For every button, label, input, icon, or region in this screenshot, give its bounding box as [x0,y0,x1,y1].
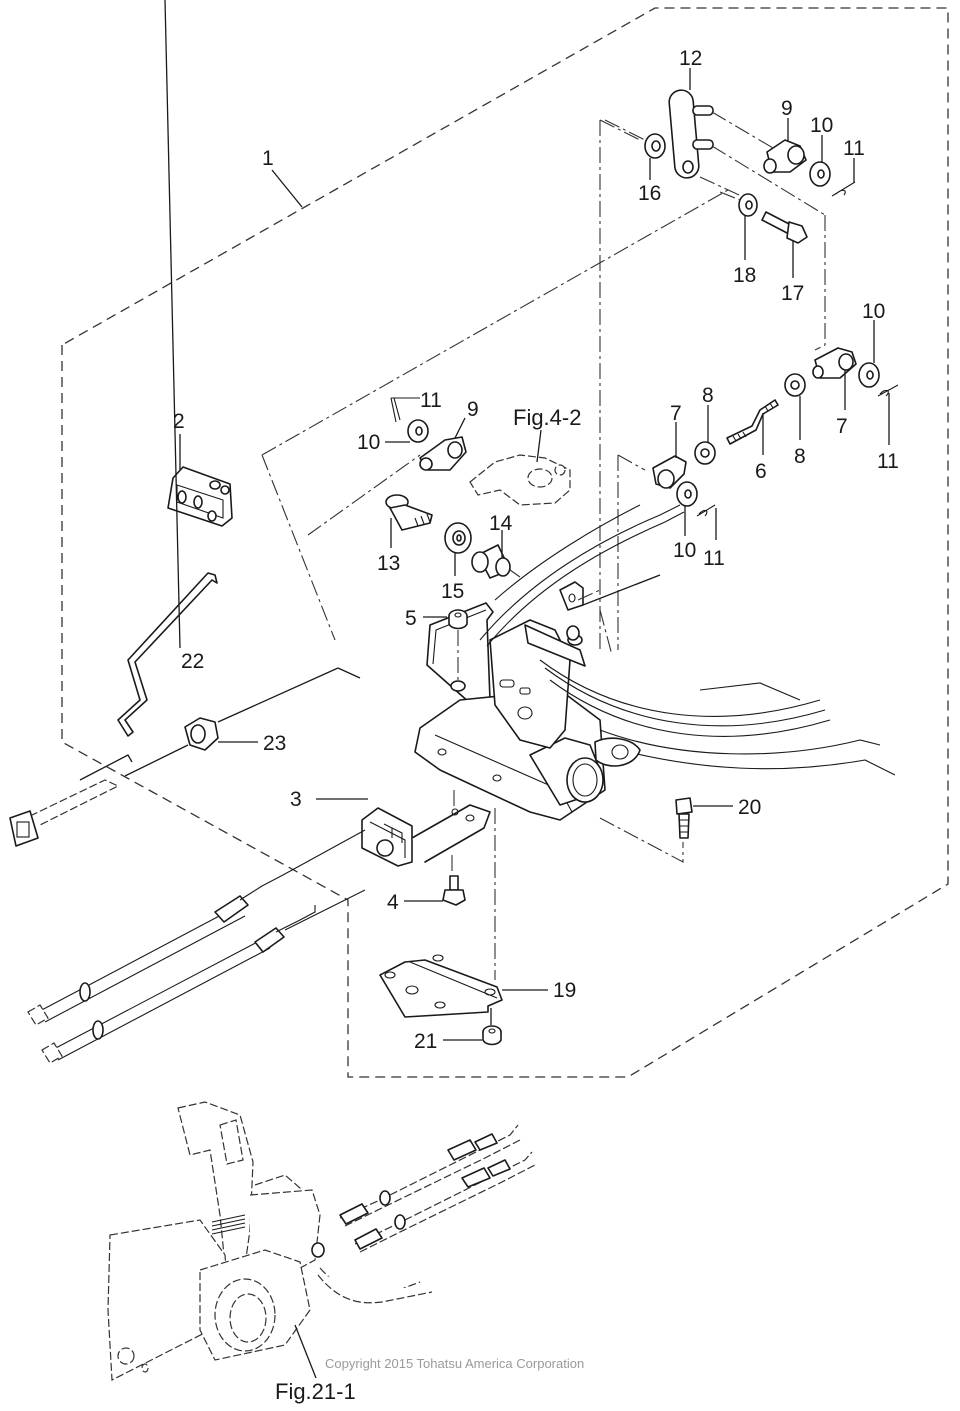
callout-4: 4 [387,891,399,914]
part-10-washer-left [676,481,698,507]
part-19-plate [379,954,503,1018]
callout-20: 20 [738,796,761,819]
part-15-bearing [444,522,472,554]
part-9-joint-middle [419,436,467,471]
figure-ref-4-2: Fig.4-2 [513,405,581,430]
leader-1 [271,169,303,208]
figure-ref-21-1: Fig.21-1 [275,1379,356,1404]
callout-11-right: 11 [877,450,899,473]
part-22-rod [117,572,218,737]
part-23-grommet [184,717,219,751]
part-8-nut-right [784,373,806,397]
callout-8-right: 8 [794,445,806,468]
fig-21-1-remote-control-box [107,1101,433,1381]
callout-7-right: 7 [836,415,848,438]
part-11-clip-upper-left [390,397,420,423]
part-20-bolt [675,797,693,839]
callout-23: 23 [263,732,286,755]
fig-4-2-phantom-part [469,454,571,506]
callout-7-left: 7 [670,402,682,425]
callout-21: 21 [414,1030,437,1053]
part-17-bolt [761,211,808,244]
callout-17: 17 [781,282,804,305]
callout-8-left: 8 [702,384,714,407]
callout-16: 16 [638,182,661,205]
callout-9-top: 9 [781,97,793,120]
callout-11-upper-left: 11 [420,389,442,412]
callout-14: 14 [489,512,513,535]
engine-cowl-rails [479,504,896,776]
part-8-nut-left [694,441,716,465]
part-12-plate [668,89,714,179]
leader-fig-4-2 [536,429,542,463]
part-7-joint-right [812,347,857,379]
engine-mount-bracket [414,581,606,821]
callout-2: 2 [173,410,185,433]
part-13-shoulder-bolt [385,494,433,531]
leader-9-middle [454,417,466,439]
shift-throttle-cables [27,829,366,1064]
part-10-washer-top [809,161,831,187]
callout-3: 3 [290,788,302,811]
leader-22 [164,0,181,649]
engine-link-line [307,454,421,536]
part-6-threaded-rod [726,399,779,445]
part-3-bracket [361,804,491,867]
part-16-washer [644,133,666,159]
part-11-clip-right [877,384,899,397]
callout-10-upper-left: 10 [357,431,380,454]
subassembly-outline [261,119,729,650]
callout-15: 15 [441,580,464,603]
callout-1: 1 [262,147,274,170]
callout-10-left: 10 [673,539,696,562]
callout-12: 12 [679,47,702,70]
callout-10-right: 10 [862,300,885,323]
leader-fig-21-1 [294,1324,317,1379]
part-5-nut [448,609,468,630]
kit-boundary [61,7,949,1078]
callout-9-middle: 9 [467,398,479,421]
part-2-plate [167,466,233,527]
callout-10-top: 10 [810,114,833,137]
part-18-washer [738,193,758,217]
callout-11-left: 11 [703,547,725,570]
callout-18: 18 [733,264,756,287]
part-21-nut [482,1025,502,1046]
callout-13: 13 [377,552,400,575]
callout-11-top: 11 [843,137,865,160]
part-9-joint-top [763,139,807,174]
part-10-washer-upper-left [407,419,429,443]
callout-19: 19 [553,979,576,1002]
cable-connector-left [9,779,120,847]
part-10-washer-right [858,362,880,388]
callout-22: 22 [181,650,204,673]
copyright-text: Copyright 2015 Tohatsu America Corporati… [325,1356,584,1371]
part-11-clip-left [696,504,716,517]
fig-21-1-cables [339,1124,536,1253]
part-7-joint-left [652,455,687,489]
callout-6: 6 [755,460,767,483]
callout-5: 5 [405,607,417,630]
part-4-bolt [442,875,466,906]
part-14-bushing [471,544,511,579]
part-11-clip-top [831,181,856,197]
